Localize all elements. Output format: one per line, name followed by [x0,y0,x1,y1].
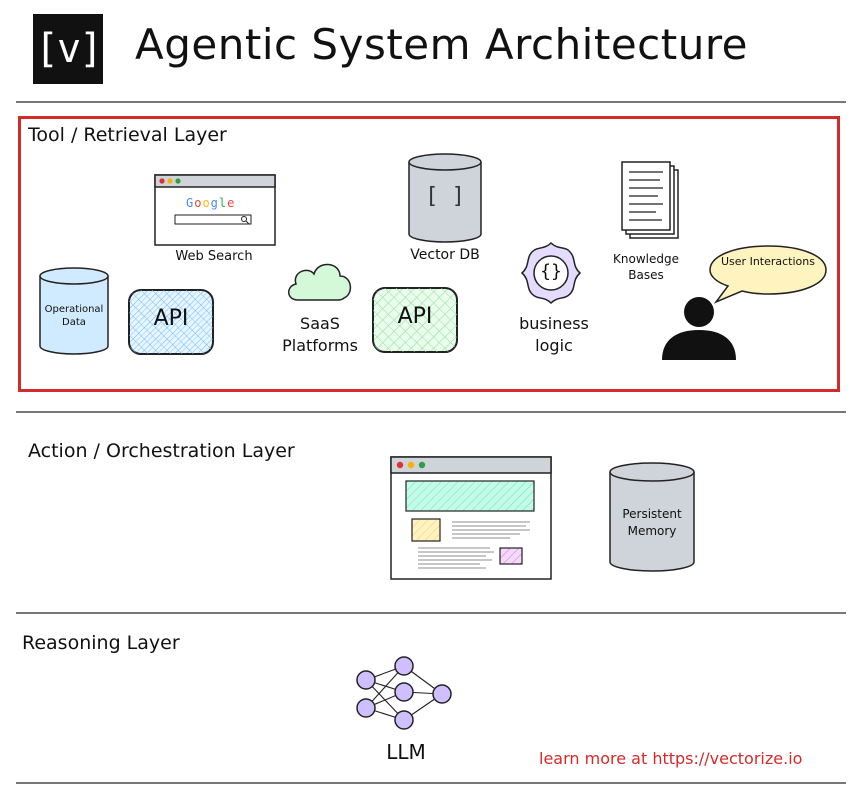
api-label-2: API [397,304,433,329]
vector-db-cylinder-icon [408,153,482,243]
llm-label: LLM [386,740,426,764]
operational-data-cylinder-icon [39,267,109,355]
reasoning-layer-label: Reasoning Layer [22,632,180,654]
business-logic-label: business logic [519,314,589,355]
business-logic-glyph: {} [540,261,562,282]
divider-1 [16,411,846,413]
orchestration-window-icon [390,456,552,580]
google-wordmark: Google [186,196,236,210]
speech-bubble-icon [709,245,827,304]
api-box-green [372,287,458,353]
api-box-blue [128,289,214,355]
web-search-browser-icon [154,174,276,246]
vectorize-logo: [v] [33,14,103,84]
action-layer-label: Action / Orchestration Layer [28,440,295,462]
divider-top [16,101,846,103]
vectorize-link[interactable]: learn more at https://vectorize.io [539,749,803,768]
web-search-label: Web Search [175,249,253,264]
vector-db-glyph: [ ] [425,184,465,209]
persistent-memory-cylinder-icon [609,462,695,572]
tool-layer-label: Tool / Retrieval Layer [28,124,227,146]
business-logic-badge-icon [520,241,582,305]
page-title: Agentic System Architecture [135,20,749,69]
document-stack-icon [621,161,679,239]
divider-bottom [16,782,846,784]
neural-network-icon [356,656,452,730]
user-interactions-label: User Interactions [721,255,815,268]
saas-platforms-label: SaaS Platforms [282,314,358,355]
knowledge-bases-label: Knowledge Bases [613,252,679,282]
user-icon [662,297,736,360]
cloud-icon [288,263,352,301]
operational-data-label: Operational Data [44,304,104,328]
vector-db-label: Vector DB [410,247,480,263]
tool-layer-box [18,116,840,392]
persistent-memory-label: Persistent Memory [622,507,682,538]
api-label-1: API [153,306,189,331]
divider-2 [16,612,846,614]
